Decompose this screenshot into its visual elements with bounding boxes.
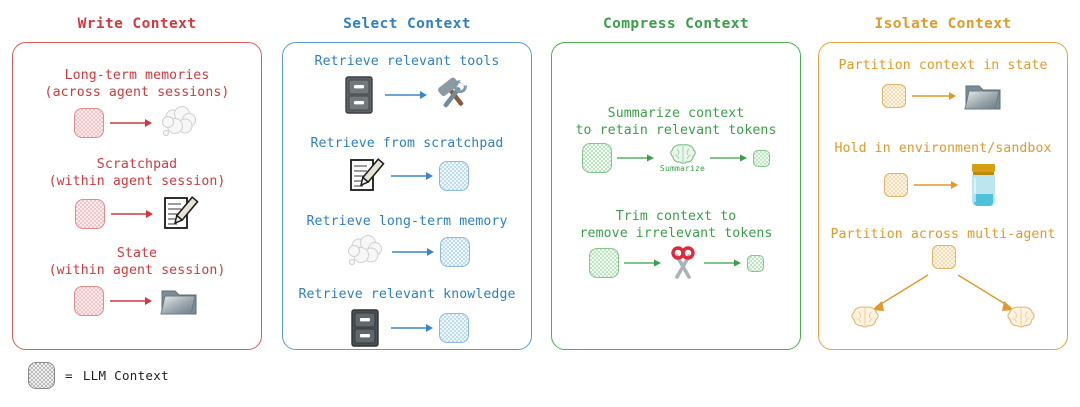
llm-context-chip [882,84,906,108]
brain-icon [1007,306,1035,328]
legend-equals: = [65,368,73,383]
panel-title-isolate: Isolate Context [874,16,1012,32]
item-trim-context: Trim context to remove irrelevant tokens [552,208,800,280]
llm-context-chip-small [746,254,764,272]
item-flow [283,74,531,116]
brain-sublabel: Summarize [659,164,706,173]
file-cabinet-icon [351,309,379,347]
fork-arrows-icon [872,274,1014,311]
arrow-right-icon [710,154,748,162]
item-caption: Retrieve long-term memory [306,214,508,229]
item-caption: Long-term memories (across agent session… [44,68,230,100]
llm-context-chip-legend [28,362,55,389]
item-partition-multi-agent: Partition across multi-agent [819,226,1067,335]
item-caption: State (within agent session) [48,246,226,278]
arrow-right-icon [914,181,958,189]
arrow-right-icon [616,154,654,162]
legend-label: LLM Context [82,368,169,383]
arrow-right-icon [385,91,427,99]
panel-select-context: Retrieve relevant tools [282,42,532,350]
thought-cloud-icon [162,106,196,137]
item-retrieve-knowledge: Retrieve relevant knowledge [283,286,531,349]
item-flow: Summarize [552,143,800,173]
thought-cloud-icon [348,235,382,266]
arrow-right-icon [110,119,152,127]
folder-icon [964,85,1001,110]
item-flow [13,194,261,234]
item-flow [283,307,531,349]
llm-context-chip [884,173,908,197]
llm-context-chip [588,248,619,278]
llm-context-chip [932,245,956,269]
arrow-right-icon [391,172,433,180]
llm-context-chip [439,161,469,191]
jar-icon [972,164,995,206]
llm-context-chip [581,143,612,173]
llm-context-chip [74,108,104,138]
memo-pencil-icon [350,158,385,191]
item-scratchpad: Scratchpad (within agent session) [13,156,261,234]
item-state: State (within agent session) [13,245,261,319]
multi-agent-fork [828,245,1058,335]
item-flow [283,234,531,270]
memo-pencil-icon [164,196,199,229]
arrow-right-icon [703,259,741,267]
item-retrieve-scratchpad: Retrieve from scratchpad [283,135,531,196]
item-flow [819,161,1067,209]
item-caption: Trim context to remove irrelevant tokens [579,209,773,241]
item-flow [552,246,800,280]
item-caption: Retrieve relevant knowledge [298,287,516,302]
item-summarize-context: Summarize context to retain relevant tok… [552,105,800,173]
item-flow [283,156,531,196]
arrow-right-icon [912,92,956,100]
item-long-term-memories: Long-term memories (across agent session… [13,67,261,141]
item-caption: Retrieve from scratchpad [310,136,504,151]
item-flow [819,78,1067,114]
item-caption: Summarize context to retain relevant tok… [575,106,777,138]
llm-context-chip [74,286,104,316]
arrow-right-icon [623,259,661,267]
llm-context-chip [75,199,105,229]
item-caption: Partition across multi-agent [830,227,1056,242]
folder-icon [160,290,197,315]
item-retrieve-tools: Retrieve relevant tools [283,53,531,116]
item-flow [13,105,261,141]
arrow-right-icon [392,248,434,256]
item-caption: Hold in environment/sandbox [834,141,1052,156]
llm-context-chip [440,237,470,267]
file-cabinet-icon [345,76,373,114]
panel-title-compress: Compress Context [602,16,750,32]
legend: = LLM Context [28,362,169,389]
item-partition-in-state: Partition context in state [819,57,1067,114]
arrow-right-icon [111,210,153,218]
item-caption: Scratchpad (within agent session) [48,157,226,189]
llm-context-chip [439,313,469,343]
panel-isolate-context: Partition context in state Hold in envir… [818,42,1068,350]
panel-title-select: Select Context [343,16,471,32]
brain-icon [851,306,879,328]
hammer-and-wrench-icon [438,77,469,108]
panel-write-context: Long-term memories (across agent session… [12,42,262,350]
arrow-right-icon [391,324,433,332]
panel-title-write: Write Context [77,16,197,32]
item-caption: Retrieve relevant tools [314,54,500,69]
arrow-right-icon [110,297,152,305]
item-caption: Partition context in state [838,58,1048,73]
panel-compress-context: Summarize context to retain relevant tok… [551,42,801,350]
item-hold-in-sandbox: Hold in environment/sandbox [819,140,1067,209]
scissors-icon [670,246,695,279]
item-retrieve-long-term-memory: Retrieve long-term memory [283,213,531,270]
item-flow [13,283,261,319]
llm-context-chip-small [753,149,771,167]
brain-icon [669,144,696,164]
